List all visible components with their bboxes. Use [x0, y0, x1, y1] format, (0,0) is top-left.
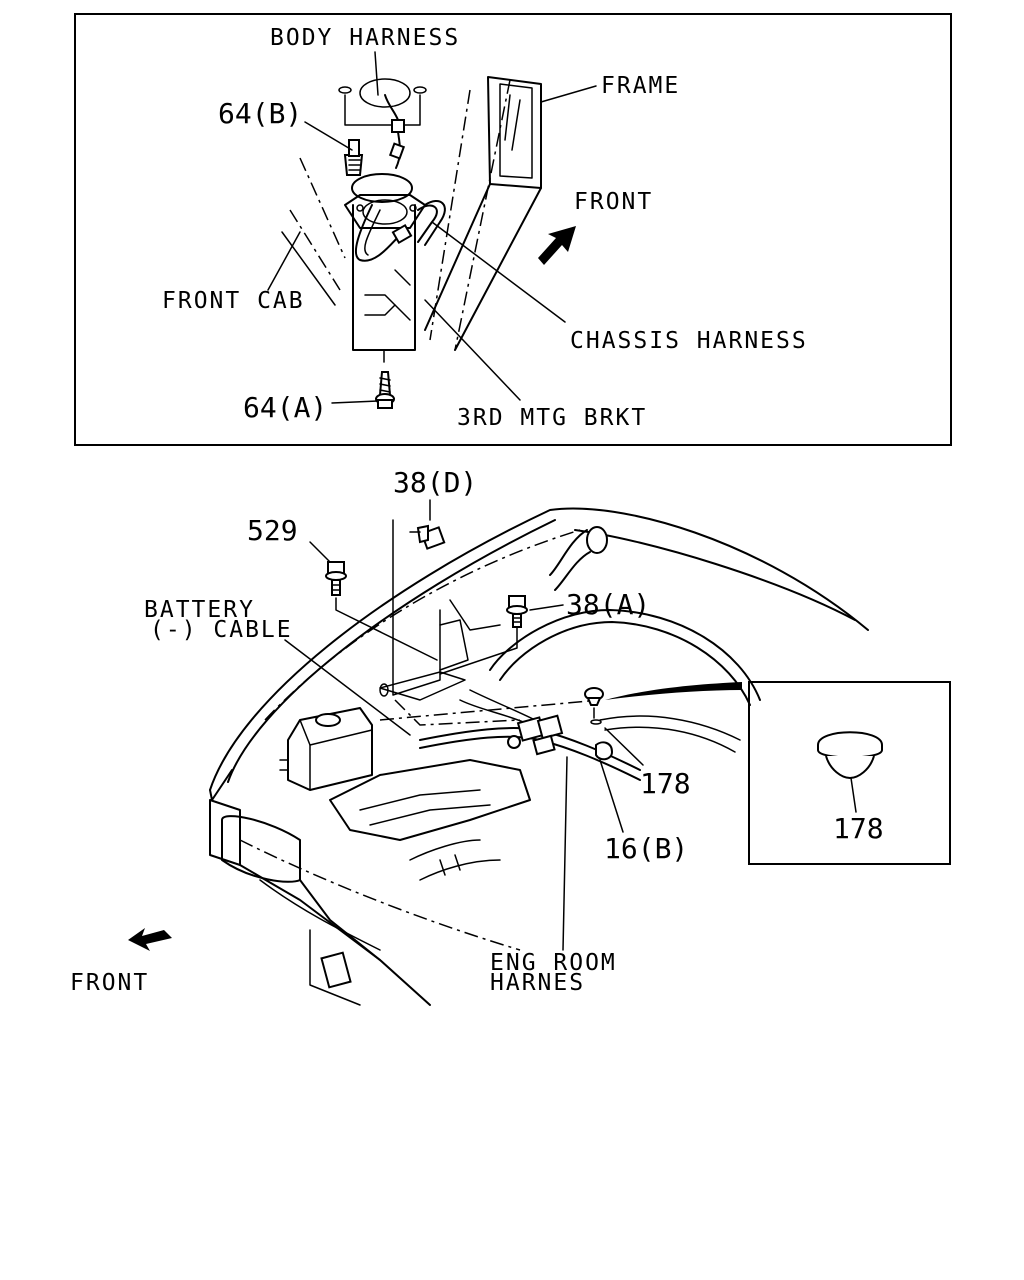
callout-64a: 64(A)	[243, 391, 327, 424]
label-harnes: HARNES	[490, 970, 585, 996]
clip-64b	[343, 139, 364, 176]
callout-64b: 64(B)	[218, 97, 302, 130]
label-front-cab: FRONT CAB	[162, 288, 305, 314]
callout-529: 529	[247, 514, 298, 547]
cowl-grommet	[549, 526, 608, 591]
label-third-mtg-brkt: 3RD MTG BRKT	[457, 405, 647, 431]
grommet-connector	[344, 173, 446, 262]
top-leader-lines	[267, 51, 597, 404]
hood-outline	[209, 507, 869, 801]
label-body-harness: BODY HARNESS	[270, 25, 460, 51]
bolt-38a	[506, 595, 528, 628]
top-panel: BODY HARNESS 64(B) FRAME FRONT FRONT CAB…	[74, 13, 952, 446]
bracket-38d	[379, 519, 521, 726]
engine-room-components	[329, 699, 601, 881]
bolt-38d	[409, 524, 446, 550]
bottom-leader-lines	[284, 499, 644, 951]
top-panel-border	[74, 13, 952, 446]
body-harness-plug	[338, 78, 427, 169]
label-chassis-harness: CHASSIS HARNESS	[570, 328, 808, 354]
label-battery: BATTERY	[144, 597, 255, 623]
label-frame: FRAME	[601, 73, 680, 99]
frame-rail	[424, 76, 542, 351]
fender-body	[209, 799, 521, 1006]
label-front-bottom: FRONT	[70, 970, 149, 996]
label-front-top: FRONT	[574, 189, 653, 215]
callout-38a: 38(A)	[566, 588, 650, 621]
bottom-panel: 38(D) 529 38(A) BATTERY (-) CABLE 178 16…	[70, 466, 951, 1006]
reservoir-tank	[279, 707, 373, 791]
detail-box-border	[748, 681, 951, 865]
third-mounting-bracket	[352, 204, 416, 363]
detail-box	[748, 681, 951, 865]
label-cable: (-) CABLE	[150, 617, 293, 643]
front-cab-outline	[281, 79, 511, 351]
callout-178: 178	[640, 767, 691, 800]
label-eng-room: ENG ROOM	[490, 950, 617, 976]
callout-178-detail: 178	[833, 812, 884, 845]
front-arrow-top	[538, 226, 576, 265]
front-arrow-bottom	[128, 928, 172, 951]
bolt-529	[325, 561, 347, 596]
eng-room-harness	[419, 609, 761, 781]
callout-38d: 38(D)	[393, 466, 477, 499]
detail-pointer	[605, 682, 742, 700]
screw-64a	[375, 371, 395, 409]
callout-16b: 16(B)	[604, 832, 688, 865]
plug-178	[584, 687, 604, 725]
